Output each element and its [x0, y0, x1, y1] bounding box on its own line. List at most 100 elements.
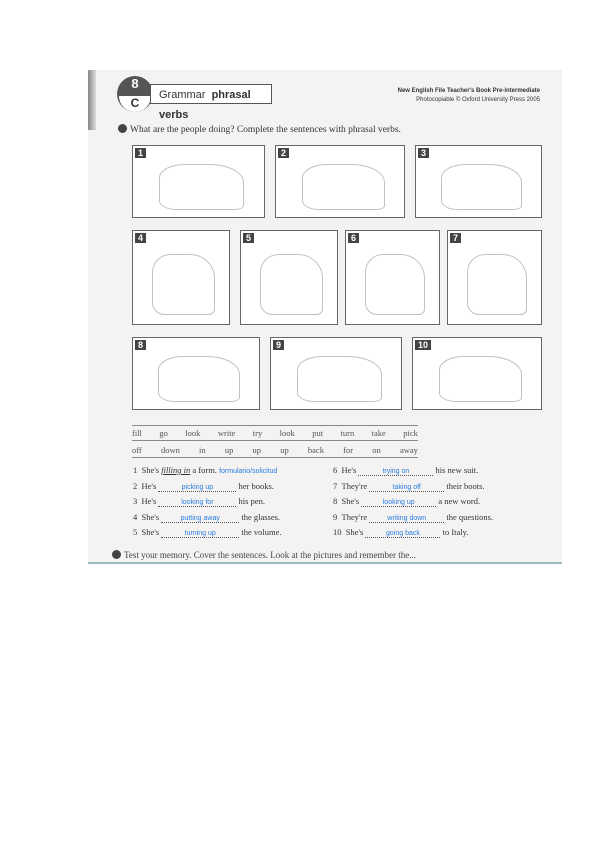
sentence-number: 7 — [333, 480, 338, 491]
panel-number: 9 — [273, 340, 285, 350]
sentence-subject: She's — [345, 527, 364, 537]
sentence: 8 She's looking up a new word. — [333, 496, 480, 507]
exercise-b-text: Test your memory. Cover the sentences. L… — [124, 550, 416, 560]
sentence-number: 5 — [133, 527, 138, 537]
illustration — [441, 163, 523, 210]
page-title: Grammar phrasal verbs — [150, 84, 272, 121]
illustration — [158, 355, 241, 402]
credit-line-2: Photocopiable © Oxford University Press … — [416, 97, 540, 103]
verb-word: put — [312, 428, 324, 438]
answer-field[interactable]: turning up — [161, 530, 240, 538]
answer-field[interactable]: going back — [365, 530, 441, 538]
particle-word: on — [372, 445, 381, 455]
sentence-number: 1 — [133, 465, 138, 475]
example-answer: filling in — [161, 465, 191, 475]
illustration — [466, 254, 528, 315]
sentence-number: 9 — [333, 511, 338, 522]
instruction: What are the people doing? Complete the … — [118, 124, 401, 135]
answer-field[interactable]: looking for — [158, 499, 237, 507]
sentence-number: 8 — [333, 496, 338, 506]
instruction-text: What are the people doing? Complete the … — [130, 125, 401, 135]
sentence: 4 She's putting away the glasses. — [133, 512, 280, 523]
illustration — [301, 163, 385, 210]
picture-panel: 5 — [240, 230, 338, 325]
panel-number: 7 — [450, 233, 462, 243]
particle-word: up — [252, 445, 262, 455]
sentence-number: 3 — [133, 496, 138, 506]
picture-panel: 10 — [412, 337, 542, 410]
picture-panel: 7 — [447, 230, 542, 325]
particle-word: away — [399, 445, 418, 455]
sentence-rest: her books. — [238, 480, 274, 491]
sentence: 9 They're writing down the questions. — [333, 512, 493, 523]
sentence-rest: his pen. — [238, 496, 265, 506]
exercise-b-marker — [112, 550, 121, 559]
illustration — [159, 163, 245, 210]
illustration — [364, 254, 426, 315]
sentence-number: 6 — [333, 465, 338, 475]
verb-word: try — [252, 428, 263, 438]
sentence-subject: She's — [141, 465, 160, 475]
verb-word: go — [159, 428, 168, 438]
sentence-rest: the glasses. — [241, 511, 281, 522]
credit: New English File Teacher's Book Pre-inte… — [398, 87, 540, 105]
panel-number: 1 — [135, 148, 147, 158]
sentence-number: 4 — [133, 511, 138, 522]
sentence-number: 2 — [133, 480, 138, 491]
answer-field[interactable]: writing down — [369, 515, 445, 523]
illustration — [438, 355, 522, 402]
unit-number: 8 — [131, 76, 139, 91]
sentence-rest: to Italy. — [442, 527, 469, 537]
answer-field[interactable]: putting away — [161, 515, 240, 523]
picture-panel: 2 — [275, 145, 405, 218]
sentence-subject: She's — [141, 527, 160, 537]
sentence-rest: a new word. — [438, 496, 481, 506]
picture-panel: 3 — [415, 145, 542, 218]
panel-number: 5 — [243, 233, 255, 243]
sentence-subject: He's — [141, 496, 157, 506]
verb-word: take — [371, 428, 386, 438]
book-spine-shadow — [88, 70, 96, 130]
picture-panel: 9 — [270, 337, 402, 410]
verb-word: fill — [132, 428, 142, 438]
picture-panel: 8 — [132, 337, 260, 410]
sentence-rest: a form. — [192, 465, 217, 475]
handwritten-note: formulario/solicitud — [219, 468, 278, 475]
particle-word: off — [132, 445, 142, 455]
sentence-rest: his new suit. — [435, 465, 479, 475]
picture-panel: 4 — [132, 230, 230, 325]
sentence: 10 She's going back to Italy. — [333, 527, 468, 538]
verb-word: write — [217, 428, 236, 438]
section-label: Grammar — [159, 89, 206, 101]
picture-panel: 1 — [132, 145, 265, 218]
sentence-subject: They're — [341, 511, 368, 522]
sentence-rest: their boots. — [446, 480, 485, 491]
credit-line-1: New English File Teacher's Book Pre-inte… — [397, 88, 540, 94]
illustration — [152, 254, 215, 315]
particle-word: down — [160, 445, 180, 455]
sentence-subject: He's — [341, 465, 357, 475]
sentence-rest: the volume. — [241, 527, 282, 537]
sentence: 6 He's trying on his new suit. — [333, 465, 478, 476]
sentence-number: 10 — [333, 527, 342, 537]
sentence: 7 They're taking off their boots. — [333, 481, 485, 492]
unit-letter: C — [130, 96, 140, 110]
sentence-subject: They're — [341, 480, 368, 491]
panel-number: 4 — [135, 233, 147, 243]
answer-field[interactable]: picking up — [158, 484, 237, 492]
panel-number: 2 — [278, 148, 290, 158]
sentence: 3 He's looking for his pen. — [133, 496, 265, 507]
sentence-subject: She's — [141, 511, 160, 522]
answer-field[interactable]: looking up — [361, 499, 437, 507]
panel-number: 6 — [348, 233, 360, 243]
answer-field[interactable]: taking off — [369, 484, 445, 492]
verb-word: look — [185, 428, 201, 438]
particle-word: for — [343, 445, 354, 455]
answer-field[interactable]: trying on — [358, 468, 434, 476]
verb-word: turn — [340, 428, 355, 438]
verb-word: look — [279, 428, 295, 438]
particle-word: back — [307, 445, 324, 455]
sentence: 2 He's picking up her books. — [133, 481, 274, 492]
